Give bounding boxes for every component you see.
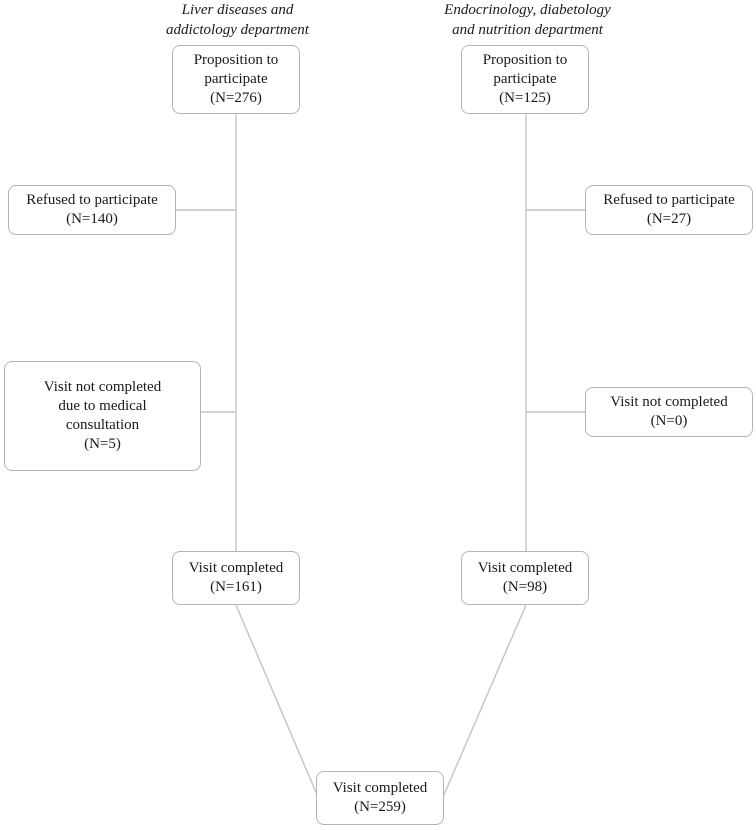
left-merge-line (235, 604, 319, 798)
total-completed-box: Visit completed (N=259) (316, 771, 444, 825)
left-completed-box: Visit completed (N=161) (172, 551, 300, 605)
right-refused-box: Refused to participate (N=27) (585, 185, 753, 235)
left-department-heading: Liver diseases and addictology departmen… (166, 2, 309, 38)
right-department-heading: Endocrinology, diabetology and nutrition… (444, 2, 611, 38)
right-not-completed-box: Visit not completed (N=0) (585, 387, 753, 437)
right-proposition-box: Proposition to participate (N=125) (461, 45, 589, 114)
left-not-completed-box: Visit not completed due to medical consu… (4, 361, 201, 471)
right-completed-box: Visit completed (N=98) (461, 551, 589, 605)
right-merge-line (442, 604, 527, 798)
left-refused-box: Refused to participate (N=140) (8, 185, 176, 235)
left-proposition-box: Proposition to participate (N=276) (172, 45, 300, 114)
